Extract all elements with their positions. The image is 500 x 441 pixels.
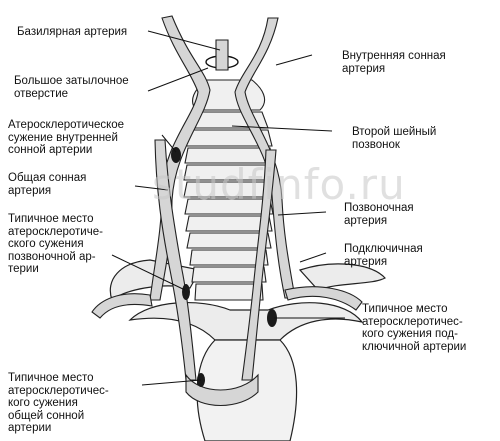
label-subclavian-artery: Подключичная артерия <box>344 243 423 268</box>
label-foramen-magnum: Большое затылочное отверстие <box>14 75 129 100</box>
label-basilar-artery: Базилярная артерия <box>17 26 128 38</box>
ica-stenosis <box>171 147 181 163</box>
label-ica-stenosis: Атеросклеротическое сужение внутренней с… <box>8 119 125 156</box>
stenosis-marks <box>171 147 277 387</box>
leader-lines <box>111 30 345 386</box>
label-vertebral-artery: Позвоночная артерия <box>344 202 414 227</box>
label-vertebral-typical: Типичное место атеросклеротиче- ского су… <box>8 213 103 275</box>
watermark: studfinfo.ru <box>152 160 406 209</box>
subclavian-stenosis <box>267 309 277 327</box>
label-common-carotid-typical: Типичное место атеросклеротичес- кого су… <box>8 372 109 434</box>
label-subclavian-typical: Типичное место атеросклеротичес- кого су… <box>362 303 467 353</box>
label-common-carotid: Общая сонная артерия <box>8 172 87 197</box>
label-second-cervical-vertebra: Второй шейный позвонок <box>352 126 437 151</box>
label-internal-carotid: Внутренняя сонная артерия <box>342 50 446 75</box>
vertebral-stenosis <box>182 284 190 300</box>
